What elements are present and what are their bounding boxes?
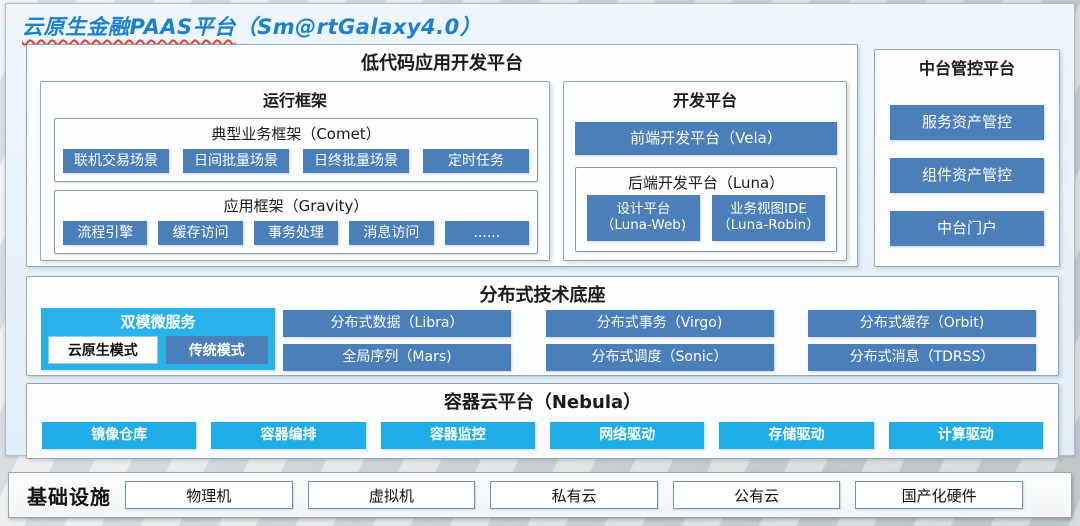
platform-main-panel: 云原生金融PAAS平台（Sm@rtGalaxy4.0） 低代码应用开发平台 运行… xyxy=(5,3,1075,459)
node-mid-platform-portal: 中台门户 xyxy=(890,211,1044,246)
node-process-engine: 流程引擎 xyxy=(63,221,148,245)
page-title-main: 云原生金融PAAS平台 xyxy=(22,15,236,39)
node-distributed-transaction-virgo: 分布式事务（Virgo) xyxy=(545,310,774,337)
luna-robin-sub: （Luna-Robin） xyxy=(717,217,820,233)
node-network-driver: 网络驱动 xyxy=(549,422,705,449)
node-compute-driver: 计算驱动 xyxy=(888,422,1043,449)
runtime-framework-title: 运行框架 xyxy=(262,91,327,110)
node-online-transaction: 联机交易场景 xyxy=(63,149,169,173)
comet-framework-box: 典型业务框架（Comet） 联机交易场景 日间批量场景 日终批量场景 定时任务 xyxy=(54,118,538,182)
dev-platform-box: 开发平台 前端开发平台（Vela） 后端开发平台（Luna） 设计平台 （Lun… xyxy=(563,81,847,261)
node-domestic-hardware: 国产化硬件 xyxy=(855,481,1023,509)
node-distributed-scheduling-sonic: 分布式调度（Sonic） xyxy=(545,344,774,371)
node-scheduled-task: 定时任务 xyxy=(423,149,529,173)
node-daytime-batch: 日间批量场景 xyxy=(183,149,289,173)
low-code-platform-box: 低代码应用开发平台 运行框架 典型业务框架（Comet） 联机交易场景 日间批量… xyxy=(26,44,858,267)
node-image-registry: 镜像仓库 xyxy=(42,422,197,449)
luna-robin-name: 业务视图IDE xyxy=(730,201,807,218)
node-transaction-processing: 事务处理 xyxy=(253,221,339,245)
node-global-sequence-mars: 全局序列（Mars) xyxy=(283,344,511,371)
luna-items-row: 设计平台 （Luna-Web) 业务视图IDE （Luna-Robin） xyxy=(576,195,836,241)
distributed-services-grid: 分布式数据（Libra） 分布式事务（Virgo) 分布式缓存（Orbit) 全… xyxy=(283,310,1036,371)
node-distributed-data-libra: 分布式数据（Libra） xyxy=(283,310,511,337)
node-public-cloud: 公有云 xyxy=(672,481,841,509)
comet-items-row: 联机交易场景 日间批量场景 日终批量场景 定时任务 xyxy=(55,149,537,173)
node-distributed-message-tdrss: 分布式消息（TDRSS） xyxy=(808,344,1036,371)
dual-mode-row: 云原生模式 传统模式 xyxy=(41,336,275,364)
node-luna-web: 设计平台 （Luna-Web) xyxy=(587,195,700,241)
node-physical-machine: 物理机 xyxy=(125,481,293,509)
node-storage-driver: 存储驱动 xyxy=(719,422,874,449)
node-virtual-machine: 虚拟机 xyxy=(307,481,476,509)
node-luna-robin: 业务视图IDE （Luna-Robin） xyxy=(712,195,825,241)
node-message-access: 消息访问 xyxy=(349,221,434,245)
low-code-platform-title: 低代码应用开发平台 xyxy=(361,53,523,74)
dev-platform-title: 开发平台 xyxy=(672,91,737,110)
gravity-framework-title: 应用框架（Gravity） xyxy=(223,197,369,215)
node-traditional-mode: 传统模式 xyxy=(165,336,268,364)
node-container-monitoring: 容器监控 xyxy=(380,422,535,449)
node-service-asset-control: 服务资产管控 xyxy=(890,105,1044,140)
runtime-framework-box: 运行框架 典型业务框架（Comet） 联机交易场景 日间批量场景 日终批量场景 … xyxy=(40,81,550,261)
backend-luna-title: 后端开发平台（Luna） xyxy=(627,174,785,192)
dual-mode-title: 双模微服务 xyxy=(120,313,196,331)
page-title-version: （Sm@rtGalaxy4.0） xyxy=(235,15,482,39)
page-title: 云原生金融PAAS平台（Sm@rtGalaxy4.0） xyxy=(22,11,481,41)
node-component-asset-control: 组件资产管控 xyxy=(890,158,1044,193)
mid-platform-items: 服务资产管控 组件资产管控 中台门户 xyxy=(875,105,1059,246)
luna-web-sub: （Luna-Web) xyxy=(600,217,687,233)
node-distributed-cache-orbit: 分布式缓存（Orbit) xyxy=(808,310,1036,337)
node-frontend-vela: 前端开发平台（Vela） xyxy=(575,122,837,155)
infrastructure-items: 物理机 虚拟机 私有云 公有云 国产化硬件 xyxy=(125,481,1023,509)
node-cloud-native-mode: 云原生模式 xyxy=(48,336,158,364)
luna-web-name: 设计平台 xyxy=(616,201,671,218)
gravity-framework-box: 应用框架（Gravity） 流程引擎 缓存访问 事务处理 消息访问 ...... xyxy=(54,190,538,254)
node-container-orchestration: 容器编排 xyxy=(211,422,366,449)
infrastructure-title: 基础设施 xyxy=(27,484,111,509)
distributed-base-box: 分布式技术底座 双模微服务 云原生模式 传统模式 分布式数据（Libra） 分布… xyxy=(26,276,1059,376)
node-private-cloud: 私有云 xyxy=(490,481,658,509)
container-cloud-box: 容器云平台（Nebula） 镜像仓库 容器编排 容器监控 网络驱动 存储驱动 计… xyxy=(26,383,1059,459)
container-cloud-items: 镜像仓库 容器编排 容器监控 网络驱动 存储驱动 计算驱动 xyxy=(42,422,1043,449)
gravity-items-row: 流程引擎 缓存访问 事务处理 消息访问 ...... xyxy=(55,221,537,245)
node-eod-batch: 日终批量场景 xyxy=(303,149,409,173)
container-cloud-title: 容器云平台（Nebula） xyxy=(443,392,642,413)
infrastructure-band: 基础设施 物理机 虚拟机 私有云 公有云 国产化硬件 xyxy=(8,472,1072,518)
node-ellipsis: ...... xyxy=(444,221,530,245)
mid-platform-box: 中台管控平台 服务资产管控 组件资产管控 中台门户 xyxy=(874,49,1060,267)
mid-platform-title: 中台管控平台 xyxy=(918,59,1015,78)
backend-luna-box: 后端开发平台（Luna） 设计平台 （Luna-Web) 业务视图IDE （Lu… xyxy=(575,167,837,252)
distributed-base-title: 分布式技术底座 xyxy=(479,285,606,306)
dual-mode-microservices-box: 双模微服务 云原生模式 传统模式 xyxy=(41,308,275,370)
comet-framework-title: 典型业务框架（Comet） xyxy=(211,125,381,143)
node-cache-access: 缓存访问 xyxy=(158,221,243,245)
